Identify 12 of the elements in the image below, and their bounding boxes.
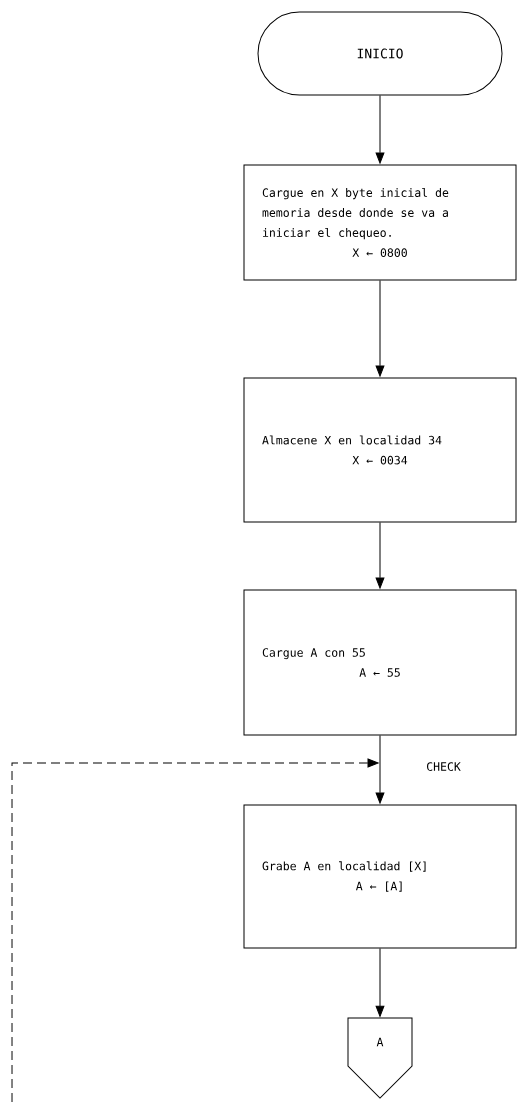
off-page-connector: A <box>347 1017 413 1099</box>
process-box: Cargue en X byte inicial de memoria desde donde se va a iniciar el chequeo. X ← 0800 <box>243 164 517 281</box>
process-box: Almacene X en localidad 34 X ← 0034 <box>243 377 517 523</box>
arrow <box>375 95 385 164</box>
process-box: Cargue A con 55 A ← 55 <box>243 589 517 736</box>
arrow <box>375 280 385 377</box>
arrow <box>375 735 385 804</box>
arrow <box>11 758 379 1102</box>
edge-label: CHECK <box>427 762 461 771</box>
arrow <box>375 948 385 1017</box>
arrow <box>375 522 385 589</box>
process-box: Grabe A en localidad [X] A ← [A] <box>243 804 517 949</box>
